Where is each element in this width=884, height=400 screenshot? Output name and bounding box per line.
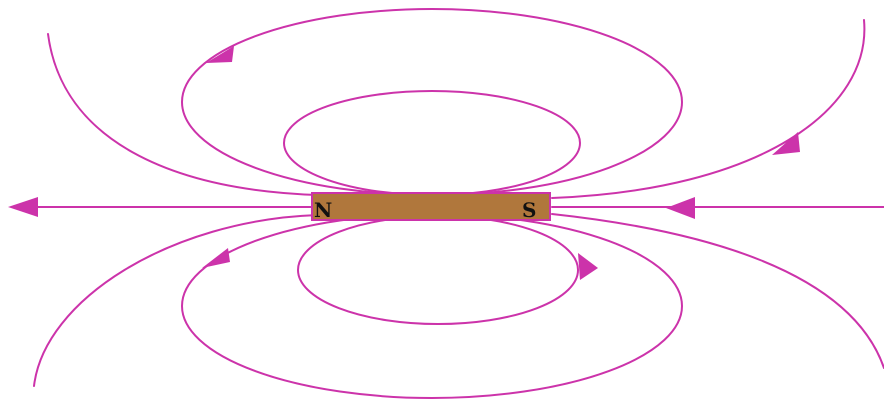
arrow-axis-left [8, 197, 38, 217]
field-line-outer-lower-right [552, 214, 884, 368]
arrow-lower-small-loop [578, 253, 598, 280]
field-line-outer-upper-left [48, 34, 318, 195]
field-line-lower-loop-small [298, 216, 578, 324]
arrow-upper-right-arc [772, 132, 800, 155]
arrow-axis-right [666, 197, 695, 219]
south-pole-label: S [522, 198, 536, 222]
field-line-lower-loop-large [182, 214, 682, 398]
field-line-upper-loop-large [182, 9, 682, 195]
field-line-upper-loop-small [284, 91, 580, 195]
bar-magnet: N S [312, 193, 550, 222]
field-arrows [8, 46, 800, 280]
arrow-upper-loop [206, 46, 234, 63]
north-pole-label: N [314, 198, 332, 222]
field-line-outer-lower-left [34, 215, 318, 386]
arrow-lower-left-loop [202, 248, 230, 268]
magnet-body [312, 193, 550, 220]
